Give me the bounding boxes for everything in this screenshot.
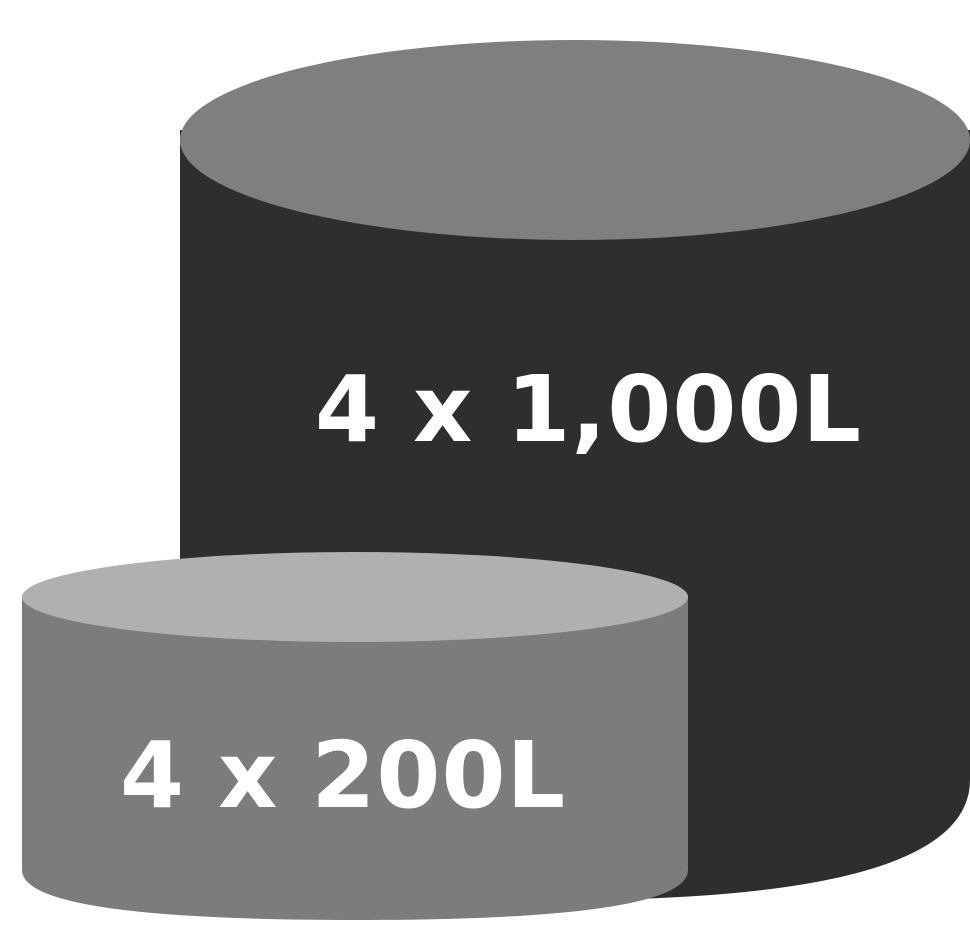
- small-tank-top: [22, 552, 688, 642]
- small-tank-body: [22, 595, 688, 920]
- large-tank-label: 4 x 1,000L: [315, 356, 863, 463]
- small-tank: [22, 552, 688, 920]
- small-tank-label: 4 x 200L: [120, 722, 567, 829]
- large-tank-top: [180, 40, 970, 240]
